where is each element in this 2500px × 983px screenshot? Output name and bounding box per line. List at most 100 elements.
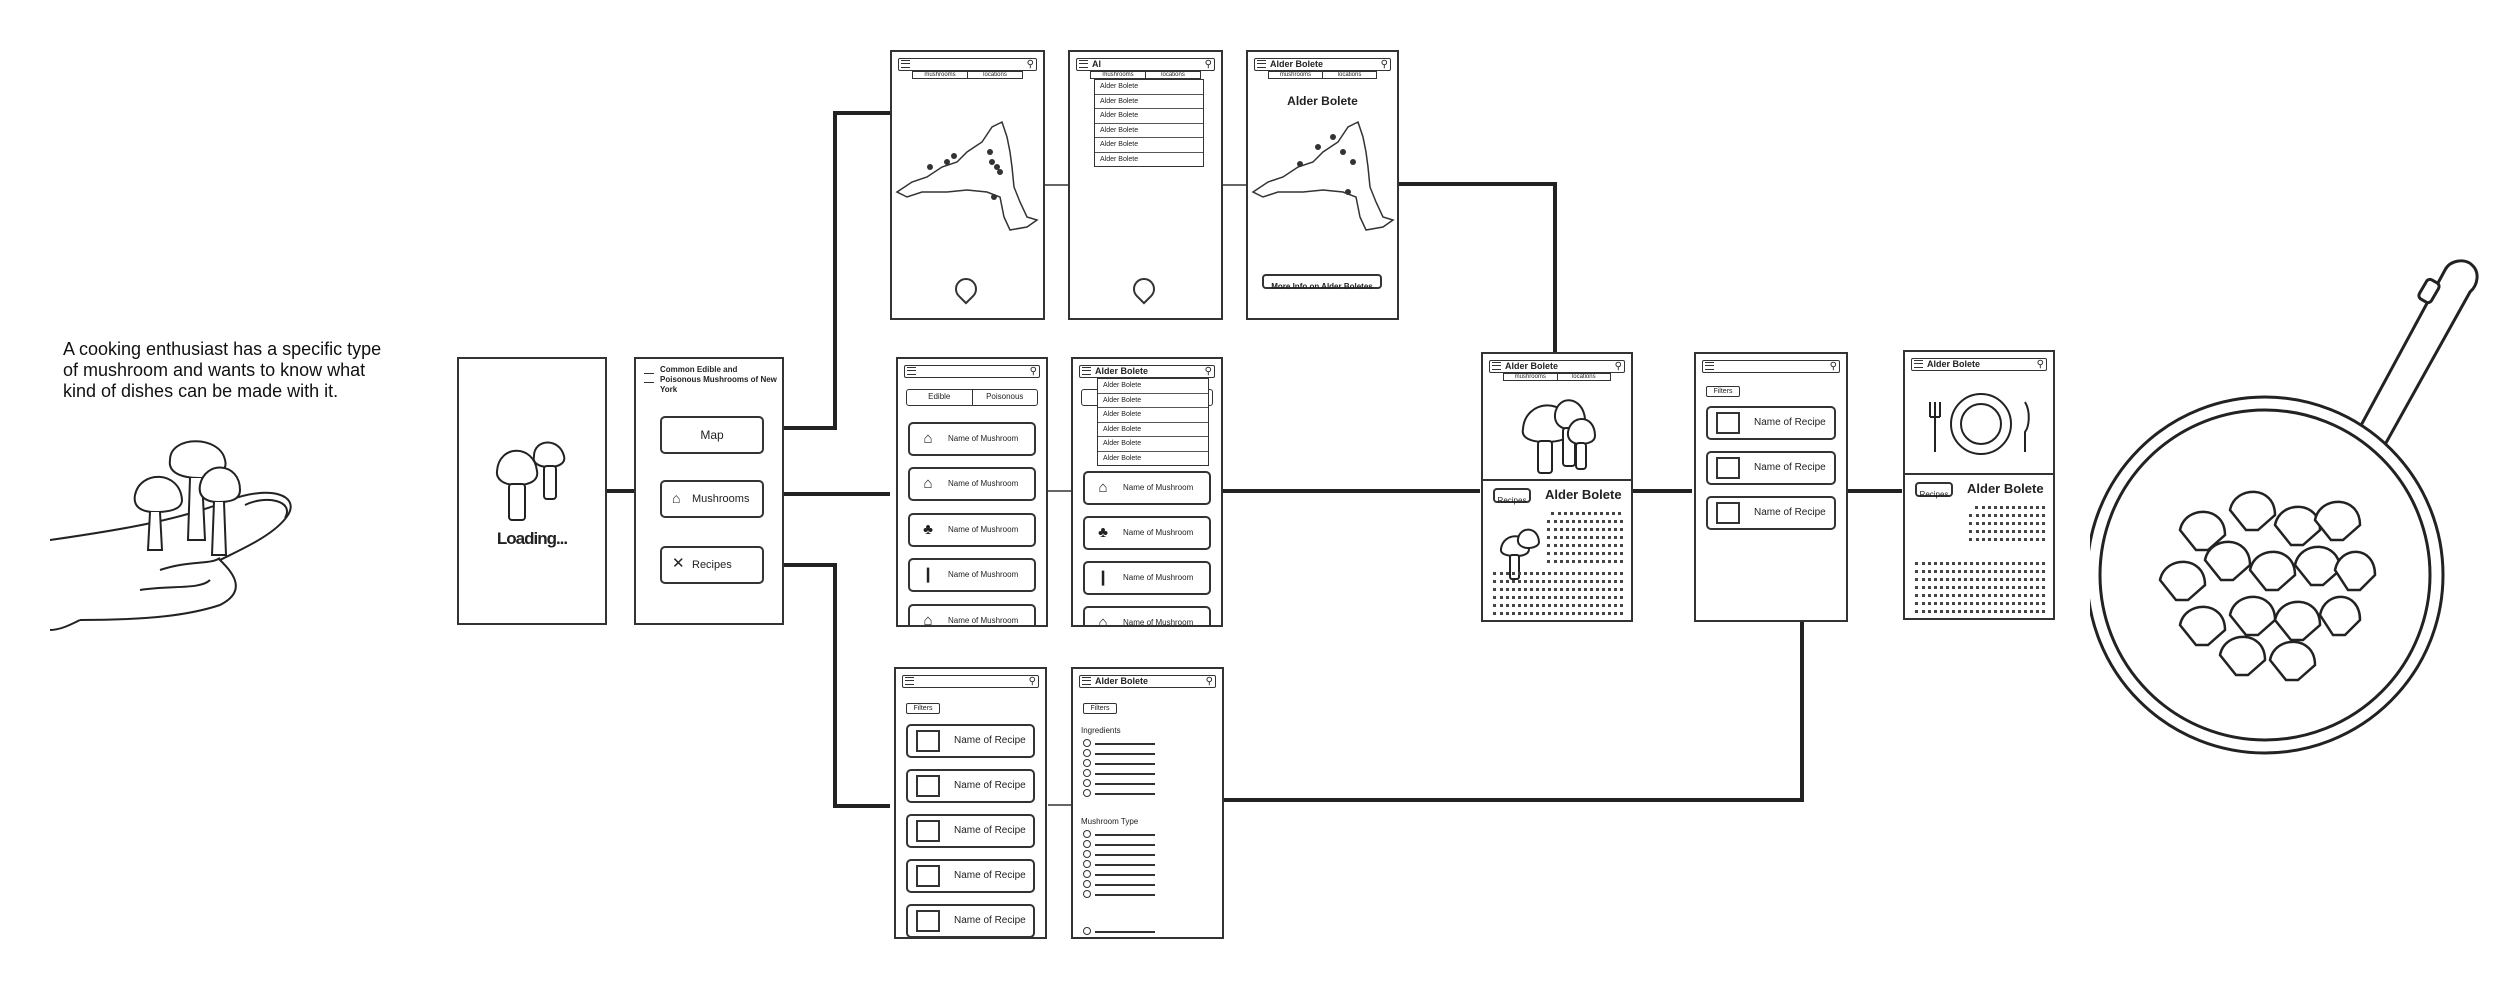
mushrooms-button-label: Mushrooms <box>692 493 750 505</box>
result-title: Alder Bolete <box>1287 94 1358 108</box>
tab-mushrooms[interactable]: mushrooms <box>1102 72 1134 78</box>
tab-locations[interactable]: locations <box>1322 72 1376 78</box>
mushroom-card[interactable]: ❙Name of Mushroom <box>1083 561 1211 595</box>
search-dropdown[interactable]: Alder Bolete Alder Bolete Alder Bolete A… <box>1097 378 1209 466</box>
search-icon[interactable]: ⚲ <box>1029 366 1037 377</box>
search-icon[interactable]: ⚲ <box>1026 59 1034 70</box>
search-query[interactable]: Alder Bolete <box>1270 59 1324 69</box>
search-icon[interactable]: ⚲ <box>1380 59 1388 70</box>
search-query[interactable]: Alder Bolete <box>1505 361 1559 371</box>
hamburger-icon[interactable] <box>1079 60 1088 68</box>
tab-edible[interactable]: Edible <box>928 392 951 401</box>
hamburger-icon[interactable] <box>1257 60 1266 68</box>
search-dropdown[interactable]: Alder Bolete Alder Bolete Alder Bolete A… <box>1094 79 1204 167</box>
dropdown-item[interactable]: Alder Bolete <box>1098 394 1208 408</box>
dropdown-item[interactable]: Alder Bolete <box>1095 80 1203 95</box>
mushroom-card[interactable]: ♣Name of Mushroom <box>1083 516 1211 550</box>
search-icon[interactable]: ⚲ <box>1829 361 1837 372</box>
mushroom-card[interactable]: ⌂Name of Mushroom <box>908 604 1036 625</box>
search-bar[interactable]: ⚲ <box>902 675 1039 688</box>
recipe-card[interactable]: Name of Recipe <box>1706 406 1836 440</box>
hamburger-icon[interactable] <box>1914 360 1923 368</box>
tab-mushrooms[interactable]: mushrooms <box>924 72 956 78</box>
hamburger-icon[interactable] <box>1492 362 1501 370</box>
recipes-button[interactable]: Recipes <box>1493 488 1531 505</box>
search-query[interactable]: Alder Bolete <box>1095 366 1149 376</box>
search-bar[interactable]: Alder Bolete ⚲ <box>1254 58 1391 71</box>
description-text <box>1915 578 2045 585</box>
search-icon[interactable]: ⚲ <box>2036 359 2044 370</box>
hamburger-icon[interactable] <box>1082 367 1091 375</box>
search-query[interactable]: Alder Bolete <box>1095 676 1149 686</box>
recipes-button[interactable]: Recipes <box>1915 482 1953 499</box>
recipes-button[interactable]: ✕ Recipes <box>660 546 764 584</box>
search-tabs[interactable]: mushrooms locations <box>1268 71 1377 79</box>
tab-mushrooms[interactable]: mushrooms <box>1514 374 1546 380</box>
search-bar[interactable]: Alder Bolete ⚲ <box>1489 360 1625 373</box>
search-tabs[interactable]: mushrooms locations <box>1090 71 1201 79</box>
tab-poisonous[interactable]: Poisonous <box>971 390 1038 405</box>
search-icon[interactable]: ⚲ <box>1204 59 1212 70</box>
filters-button[interactable]: Filters <box>906 703 940 714</box>
recipe-card[interactable]: Name of Recipe <box>906 769 1035 803</box>
hamburger-icon[interactable] <box>1705 362 1714 370</box>
hamburger-icon[interactable] <box>905 677 914 685</box>
search-icon[interactable]: ⚲ <box>1028 676 1036 687</box>
dropdown-item[interactable]: Alder Bolete <box>1103 454 1142 462</box>
dropdown-item[interactable]: Alder Bolete <box>1098 423 1208 437</box>
dropdown-item[interactable]: Alder Bolete <box>1098 408 1208 423</box>
map-button[interactable]: Map <box>660 416 764 454</box>
hamburger-icon[interactable] <box>1082 677 1091 685</box>
dropdown-item[interactable]: Alder Bolete <box>1095 138 1203 153</box>
recipe-card[interactable]: Name of Recipe <box>906 904 1035 937</box>
search-icon[interactable]: ⚲ <box>1614 361 1622 372</box>
search-query[interactable]: Al <box>1092 59 1101 69</box>
dropdown-item[interactable]: Alder Bolete <box>1098 437 1208 452</box>
mushroom-card[interactable]: ⌂Name of Mushroom <box>1083 606 1211 625</box>
tab-mushrooms[interactable]: mushrooms <box>1279 72 1312 78</box>
search-icon[interactable]: ⚲ <box>1204 366 1212 377</box>
dropdown-item[interactable]: Alder Bolete <box>1095 95 1203 109</box>
search-query[interactable]: Alder Bolete <box>1927 359 1981 369</box>
search-bar[interactable]: ⚲ <box>904 365 1040 378</box>
description-text <box>1975 506 2045 513</box>
tab-locations[interactable]: locations <box>1556 374 1611 380</box>
edible-poisonous-tabs[interactable]: Edible Poisonous <box>906 389 1038 406</box>
hamburger-icon[interactable] <box>901 60 910 68</box>
search-tabs[interactable]: mushrooms locations <box>912 71 1023 79</box>
mushroom-card[interactable]: ⌂Name of Mushroom <box>908 422 1036 456</box>
more-info-button[interactable]: More Info on Alder Boletes <box>1262 274 1382 291</box>
hamburger-icon[interactable] <box>644 373 654 383</box>
search-bar[interactable]: Alder Bolete ⚲ <box>1079 365 1215 378</box>
recipe-card[interactable]: Name of Recipe <box>1706 451 1836 485</box>
mushroom-card[interactable]: ⌂Name of Mushroom <box>1083 471 1211 505</box>
mushroom-card[interactable]: ♣Name of Mushroom <box>908 513 1036 547</box>
new-york-map <box>1251 120 1395 231</box>
search-bar[interactable]: Alder Bolete ⚲ <box>1911 358 2047 371</box>
dropdown-item[interactable]: Alder Bolete <box>1098 379 1208 394</box>
hamburger-icon[interactable] <box>907 367 916 375</box>
filters-button[interactable]: Filters <box>1083 703 1117 714</box>
mushroom-stem-icon: ❙ <box>921 566 935 583</box>
mushrooms-button[interactable]: ⌂ Mushrooms <box>660 480 764 518</box>
mushroom-card[interactable]: ❙Name of Mushroom <box>908 558 1036 592</box>
search-tabs[interactable]: mushrooms locations <box>1503 373 1611 381</box>
search-bar[interactable]: ⚲ <box>1702 360 1840 373</box>
tab-locations[interactable]: locations <box>967 72 1022 78</box>
recipe-card[interactable]: Name of Recipe <box>906 859 1035 893</box>
recipe-card[interactable]: Name of Recipe <box>906 814 1035 848</box>
location-pin-icon[interactable] <box>1128 273 1160 305</box>
dropdown-item[interactable]: Alder Bolete <box>1095 124 1203 138</box>
search-bar[interactable]: ⚲ <box>898 58 1037 71</box>
search-bar[interactable]: Al ⚲ <box>1076 58 1215 71</box>
mushroom-card[interactable]: ⌂Name of Mushroom <box>908 467 1036 501</box>
dropdown-item[interactable]: Alder Bolete <box>1095 109 1203 124</box>
recipe-card[interactable]: Name of Recipe <box>1706 496 1836 530</box>
filters-button[interactable]: Filters <box>1706 386 1740 397</box>
search-bar[interactable]: Alder Bolete ⚲ <box>1079 675 1216 688</box>
recipe-card[interactable]: Name of Recipe <box>906 724 1035 758</box>
dropdown-item[interactable]: Alder Bolete <box>1100 155 1139 163</box>
tab-locations[interactable]: locations <box>1145 72 1200 78</box>
search-icon[interactable]: ⚲ <box>1205 676 1213 687</box>
